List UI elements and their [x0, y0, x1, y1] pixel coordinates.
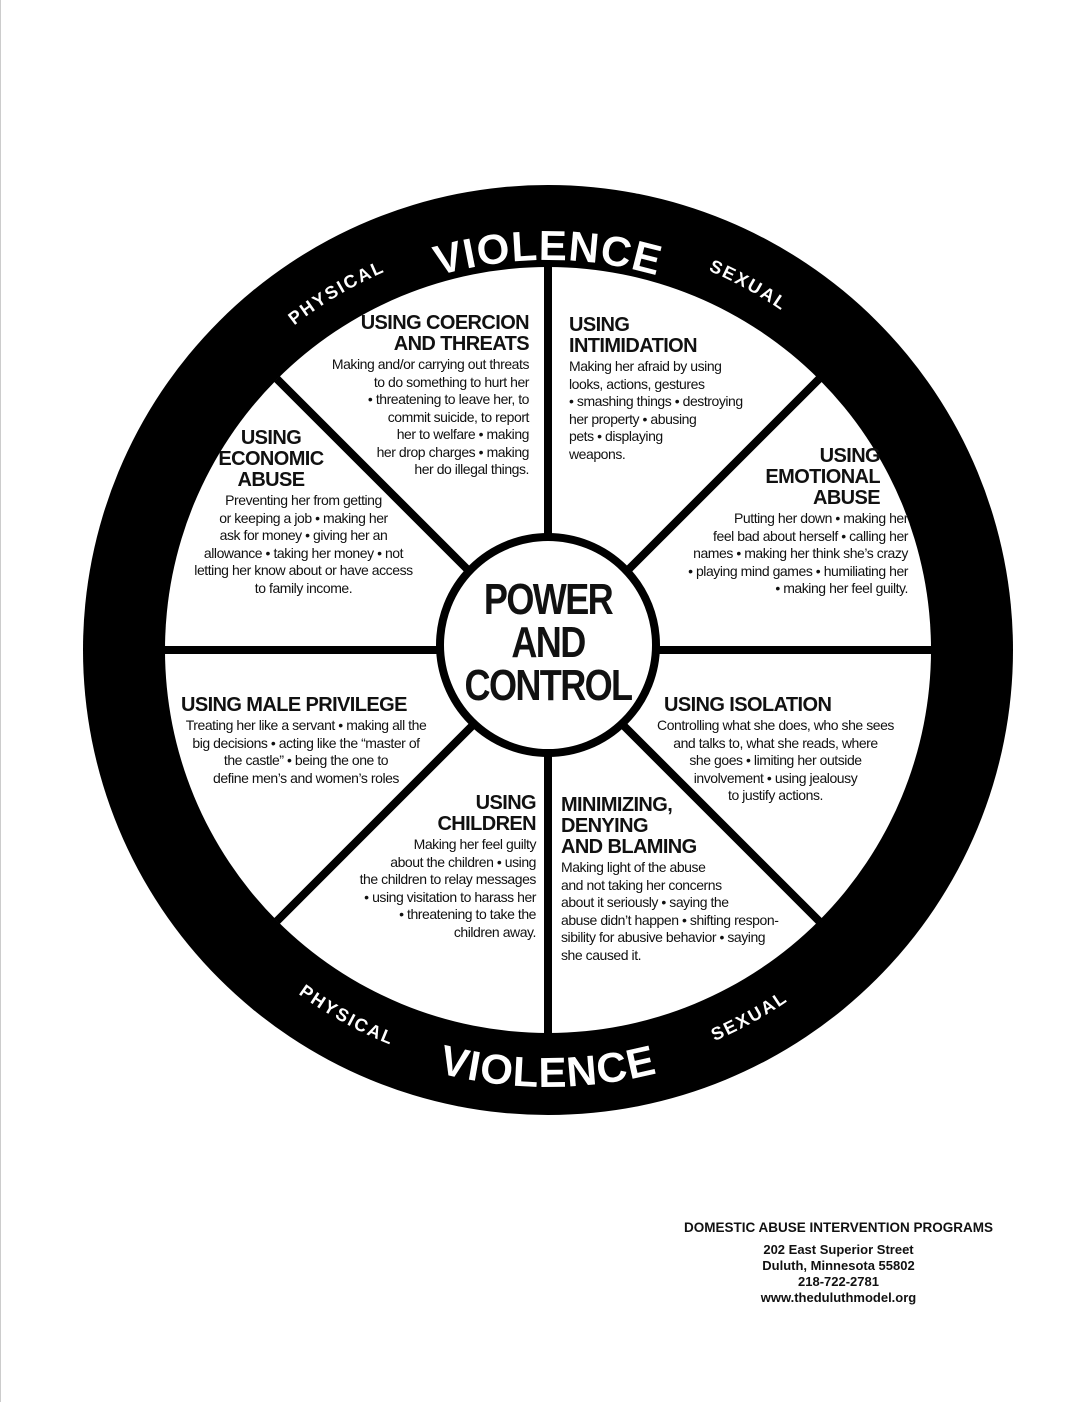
hub-circle	[436, 533, 660, 757]
section-title: USING INTIMIDATION	[569, 314, 698, 357]
section-body: Putting her down • making her feel bad a…	[688, 510, 908, 596]
section-title: MINIMIZING, DENYING AND BLAMING	[561, 794, 697, 858]
section-body: Making her feel guilty about the childre…	[359, 836, 537, 940]
section-body: Making her afraid by using looks, action…	[569, 358, 743, 462]
section-intimidation: USING INTIMIDATION Making her afraid by …	[569, 315, 789, 463]
section-isolation: USING ISOLATION Controlling what she doe…	[653, 695, 898, 805]
section-male-privilege: USING MALE PRIVILEGE Treating her like a…	[181, 695, 441, 787]
section-title: USING ECONOMIC ABUSE	[218, 427, 324, 491]
section-body: Preventing her from getting or keeping a…	[194, 492, 413, 596]
section-body: Making and/or carrying out threats to do…	[331, 356, 530, 477]
footer-phone: 218-722-2781	[798, 1274, 879, 1289]
section-emotional-abuse: USING EMOTIONAL ABUSE Putting her down •…	[648, 446, 908, 598]
section-economic-abuse: USING ECONOMIC ABUSE Preventing her from…	[181, 428, 426, 597]
section-title: USING EMOTIONAL ABUSE	[765, 445, 880, 509]
section-body: Controlling what she does, who she sees …	[657, 717, 894, 803]
footer-contact: DOMESTIC ABUSE INTERVENTION PROGRAMS 202…	[661, 1220, 1016, 1306]
section-title: USING CHILDREN	[437, 792, 536, 835]
footer-street: 202 East Superior Street	[763, 1242, 914, 1257]
footer-city: Duluth, Minnesota 55802	[762, 1258, 915, 1273]
section-title: USING ISOLATION	[664, 694, 832, 716]
footer-org: DOMESTIC ABUSE INTERVENTION PROGRAMS	[683, 1220, 994, 1235]
section-body: Making light of the abuse and not taking…	[561, 859, 779, 963]
section-coercion-threats: USING COERCION AND THREATS Making and/or…	[269, 312, 530, 479]
hub-label: POWER AND CONTROL	[464, 575, 634, 710]
section-body: Treating her like a servant • making all…	[185, 717, 427, 786]
section-title: USING MALE PRIVILEGE	[181, 694, 407, 716]
section-title: USING COERCION AND THREATS	[360, 312, 530, 355]
footer-website[interactable]: www.theduluthmodel.org	[760, 1290, 917, 1305]
section-children: USING CHILDREN Making her feel guilty ab…	[316, 792, 537, 941]
section-minimizing-denying-blaming: MINIMIZING, DENYING AND BLAMING Making l…	[561, 795, 801, 964]
